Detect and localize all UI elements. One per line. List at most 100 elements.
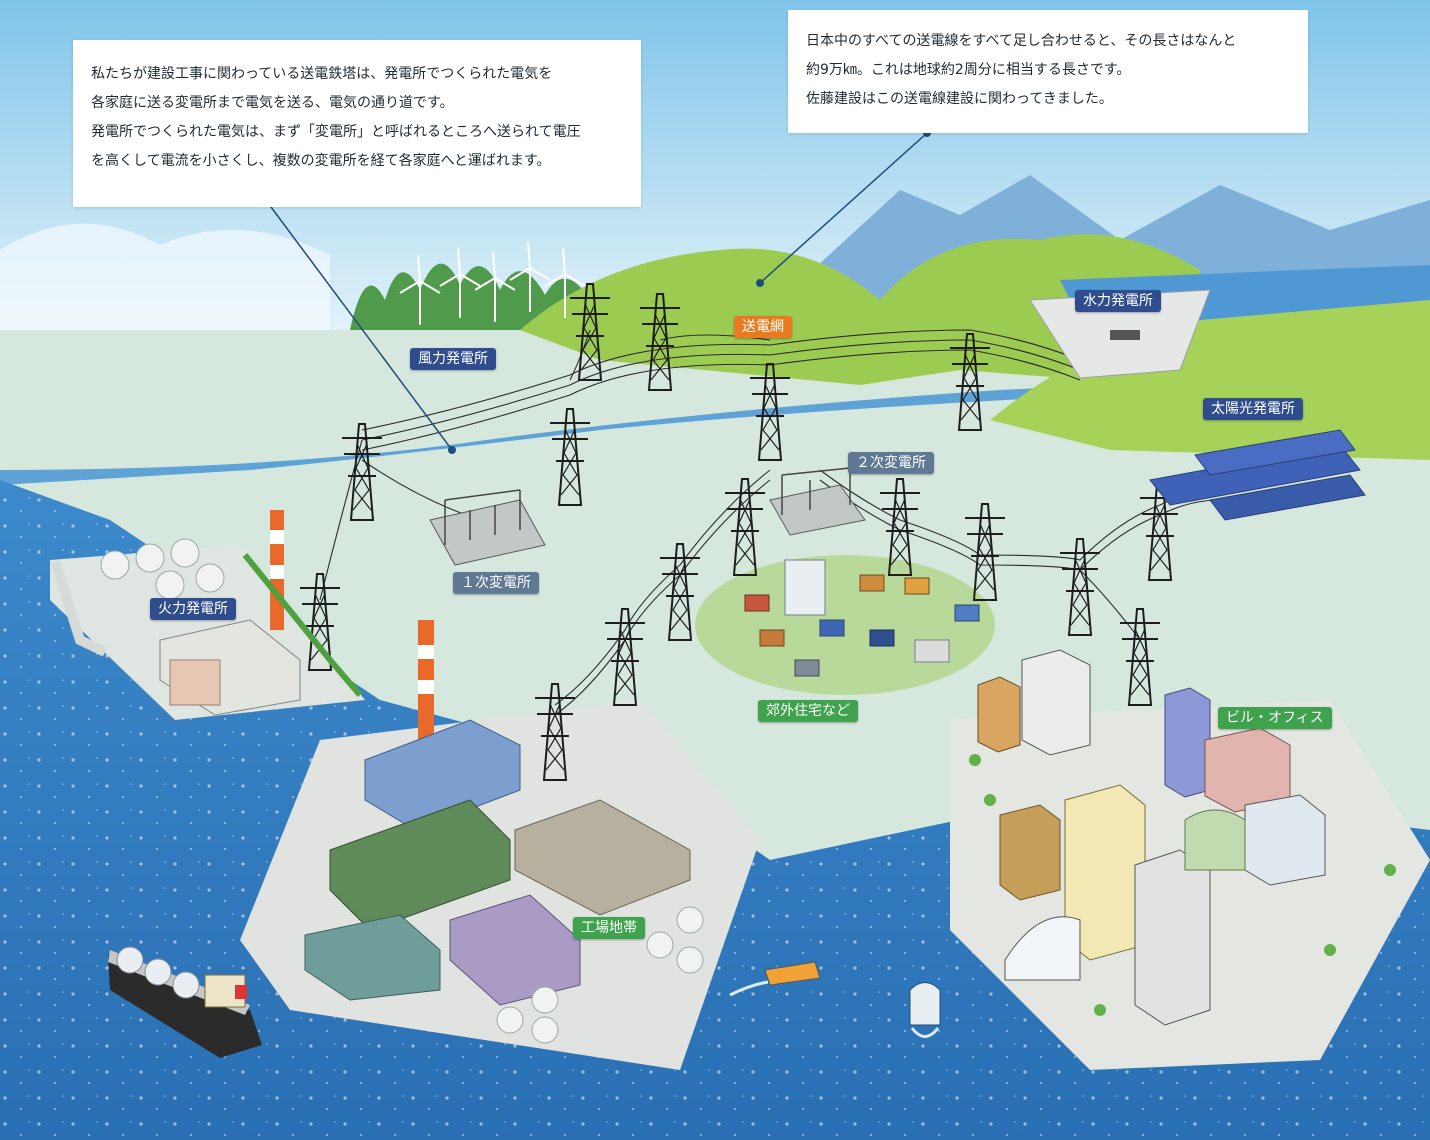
storage-tank [496, 1006, 524, 1034]
tree [1384, 864, 1396, 876]
oil-tank [155, 570, 185, 600]
primary-substation [429, 499, 546, 566]
tower-brown [977, 676, 1021, 753]
house [869, 629, 895, 647]
river [0, 385, 1100, 485]
tower-lattice [1244, 794, 1326, 886]
tree [969, 754, 981, 766]
chimney-band [418, 680, 434, 694]
ship-funnel [235, 985, 247, 999]
secondary-substation [769, 484, 866, 536]
label-industrial-zone: 工場地帯 [573, 917, 645, 939]
tower-center [1134, 849, 1211, 1026]
boat-icon [729, 961, 941, 1038]
turbine-hall [169, 659, 221, 706]
tower-arch [1004, 916, 1081, 981]
label-power-grid: 送電網 [734, 316, 792, 338]
tower-gold [999, 804, 1061, 901]
oil-tank [135, 543, 165, 573]
plant-greenbelt [242, 553, 363, 697]
patrol-boat-wake [910, 1027, 940, 1038]
tower-dome [1184, 809, 1246, 871]
patrol-boat [909, 982, 941, 1026]
chimney-band [270, 565, 284, 579]
callout-line: 約9万㎞。これは地球約2周分に相当する長さです。 [806, 62, 1131, 78]
callout-leaders [264, 129, 931, 454]
oil-tank [100, 550, 130, 580]
house [744, 594, 770, 612]
apartment-building [784, 559, 826, 616]
ship-hull [108, 955, 262, 1058]
house-icon [744, 559, 980, 677]
green-building [304, 914, 441, 1001]
primary-substation-frame [444, 489, 521, 545]
house [794, 659, 820, 677]
right-hills [990, 290, 1430, 460]
cloud [0, 223, 330, 330]
house [819, 619, 845, 637]
saw-tooth-plant [514, 799, 691, 916]
ferry [764, 961, 821, 986]
label-thermal-power-plant: 火力発電所 [150, 598, 236, 620]
house [914, 639, 950, 663]
factory-icon [304, 620, 704, 1044]
ferry-wake [729, 980, 769, 997]
lng-tank [116, 946, 144, 974]
leader-dot [756, 279, 764, 287]
office-block [364, 719, 521, 831]
purple-plant [449, 894, 581, 1006]
storage-tank [531, 1016, 559, 1044]
callout-line: 日本中のすべての送電線をすべて足し合わせると、その長さはなんと [806, 33, 1237, 49]
callout-line: 各家庭に送る変電所まで電気を送る、電気の通り道です。 [91, 95, 454, 111]
callout-line: 発電所でつくられた電気は、まず「変電所」と呼ばれるところへ送られて電圧 [91, 124, 581, 140]
leader-line-right [759, 132, 928, 284]
callout-line: を高くして電流を小さくし、複数の変電所を経て各家庭へと運ばれます。 [91, 153, 551, 169]
oil-tank [170, 538, 200, 568]
lng-tank [144, 958, 172, 986]
chimney-band [418, 645, 434, 659]
forest-silhouette [350, 263, 600, 330]
tower-striped [1021, 649, 1091, 756]
callout-transmission-towers: 私たちが建設工事に関わっている送電鉄塔は、発電所でつくられた電気を 各家庭に送る… [73, 40, 641, 207]
storage-tank [676, 906, 704, 934]
solar-array-2 [1194, 429, 1356, 476]
solar-array-3 [1209, 474, 1366, 521]
label-secondary-substation: ２次変電所 [848, 452, 934, 474]
storage-tank [531, 986, 559, 1014]
callout-transmission-length: 日本中のすべての送電線をすべて足し合わせると、その長さはなんと 約9万㎞。これは… [788, 10, 1308, 133]
tree [984, 794, 996, 806]
chimney-band [270, 530, 284, 544]
label-suburban-homes: 郊外住宅など [758, 700, 858, 722]
label-hydro-power-plant: 水力発電所 [1075, 290, 1161, 312]
house [859, 574, 885, 592]
arched-plant [329, 799, 511, 931]
dam-gate [1110, 330, 1140, 340]
leader-line-left [267, 202, 453, 451]
harbor-wall [50, 560, 108, 657]
leader-dot [448, 446, 456, 454]
solar-panel-icon [1149, 429, 1366, 521]
callout-line: 私たちが建設工事に関わっている送電鉄塔は、発電所でつくられた電気を [91, 66, 553, 82]
storage-tank [676, 946, 704, 974]
secondary-substation-frame [781, 467, 851, 515]
thermal-plant-icon [50, 510, 363, 716]
house [904, 577, 930, 595]
label-buildings-offices: ビル・オフィス [1218, 707, 1332, 729]
label-wind-power-plant: 風力発電所 [410, 348, 496, 370]
transmission-lines [319, 329, 1221, 716]
lng-tank [172, 971, 200, 999]
label-primary-substation: １次変電所 [453, 572, 539, 594]
callout-line: 佐藤建設はこの送電線建設に関わってきました。 [806, 91, 1113, 107]
oil-tank [195, 563, 225, 593]
green-hills [520, 234, 1200, 385]
tree [1094, 1004, 1106, 1016]
storage-tank [646, 931, 674, 959]
house [759, 629, 785, 647]
tree [1324, 944, 1336, 956]
tower-blue [1164, 687, 1211, 798]
label-solar-power-plant: 太陽光発電所 [1203, 398, 1303, 420]
house [954, 604, 980, 622]
lng-carrier-icon [108, 946, 262, 1058]
substation-icon [429, 467, 866, 566]
